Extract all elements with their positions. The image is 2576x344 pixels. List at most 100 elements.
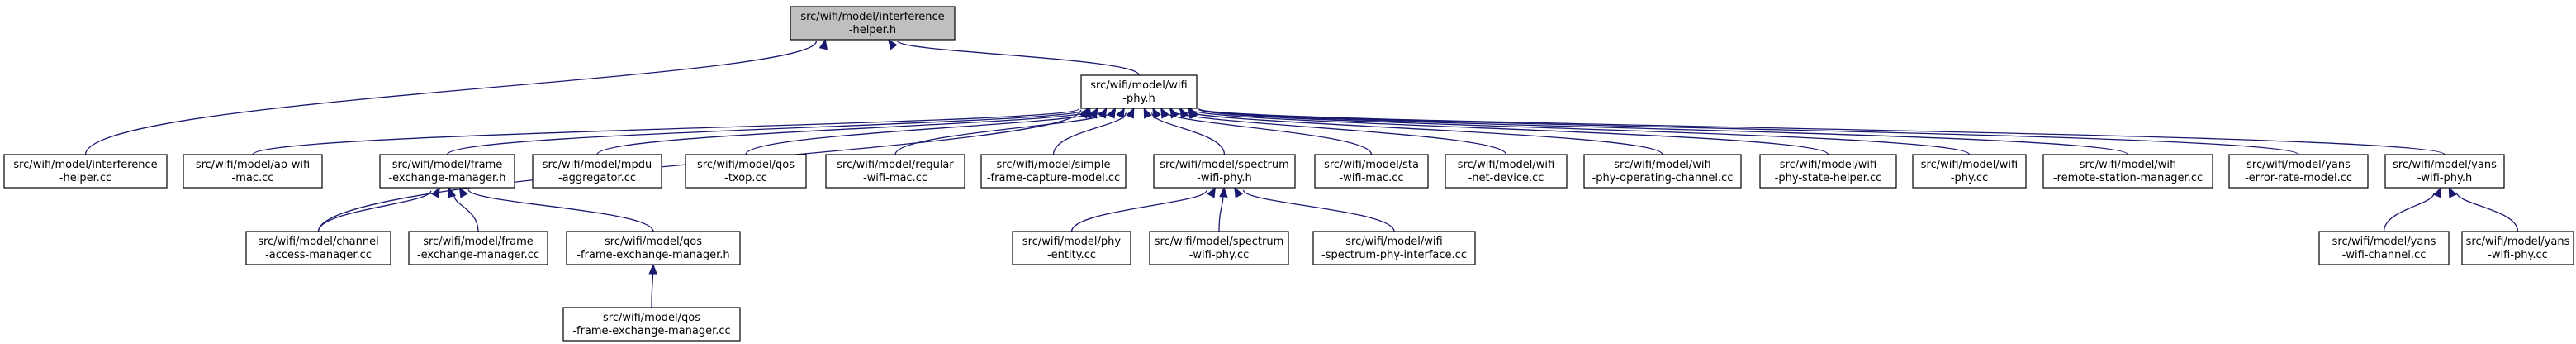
edge-line [1198, 108, 2129, 155]
node-box [1759, 154, 1897, 189]
node-label-line: -wifi-phy.h [1197, 172, 1252, 184]
node-label-line: -phy.cc [1951, 172, 1988, 184]
node-wifi-remote-station-manager-cc[interactable]: src/wifi/model/wifi-remote-station-manag… [2042, 154, 2213, 189]
edge-qos-frame-exchange-manager-h-to-frame-exchange-manager-h [458, 186, 654, 232]
node-yans-error-rate-model-cc[interactable]: src/wifi/model/yans-error-rate-model.cc [2228, 154, 2369, 189]
node-label-line: -wifi-mac.cc [1339, 172, 1403, 184]
edge-yans-wifi-channel-cc-to-yans-wifi-phy-h [2383, 186, 2442, 232]
edge-line [252, 108, 1079, 155]
edge-wifi-phy-h-to-interference-helper-h [888, 38, 1140, 76]
edge-arrowhead [1116, 107, 1125, 119]
node-label-line: -entity.cc [1047, 249, 1096, 261]
node-wifi-spectrum-phy-interface-cc[interactable]: src/wifi/model/wifi-spectrum-phy-interfa… [1312, 231, 1476, 265]
edge-phy-entity-cc-to-spectrum-wifi-phy-h [1070, 186, 1217, 232]
edge-qos-frame-exchange-manager-cc-to-qos-frame-exchange-manager-h [648, 263, 657, 308]
node-wifi-phy-h[interactable]: src/wifi/model/wifi-phy.h [1080, 74, 1198, 109]
node-wifi-net-device-cc[interactable]: src/wifi/model/wifi-net-device.cc [1445, 154, 1568, 189]
node-label-line: -phy-operating-channel.cc [1592, 172, 1734, 184]
node-qos-frame-exchange-manager-h[interactable]: src/wifi/model/qos-frame-exchange-manage… [566, 231, 741, 265]
edge-wifi-phy-operating-channel-cc-to-wifi-phy-h [1169, 107, 1663, 155]
node-label-line: src/wifi/model/wifi [1458, 159, 1554, 171]
node-channel-access-manager-cc[interactable]: src/wifi/model/channel-access-manager.cc [245, 231, 391, 265]
edge-line [2383, 193, 2435, 232]
edge-arrowhead [888, 38, 898, 50]
node-ap-wifi-mac-cc[interactable]: src/wifi/model/ap-wifi-mac.cc [183, 154, 323, 189]
node-label-line: src/wifi/model/wifi [1921, 159, 2018, 171]
node-label-line: -wifi-phy.cc [2488, 249, 2548, 261]
node-box [1312, 231, 1476, 265]
node-frame-exchange-manager-cc[interactable]: src/wifi/model/frame-exchange-manager.cc [408, 231, 548, 265]
node-wifi-phy-operating-channel-cc[interactable]: src/wifi/model/wifi-phy-operating-channe… [1583, 154, 1742, 189]
node-spectrum-wifi-phy-cc[interactable]: src/wifi/model/spectrum-wifi-phy.cc [1149, 231, 1289, 265]
nodes-layer: src/wifi/model/interference-helper.h src/… [3, 6, 2574, 342]
edge-line [1052, 112, 1127, 155]
edge-arrowhead [1207, 186, 1217, 198]
edge-arrowhead [1234, 186, 1243, 198]
edge-line [596, 108, 1098, 155]
edges-layer [84, 38, 2519, 308]
node-label-line: -remote-station-manager.cc [2053, 172, 2203, 184]
node-label-line: src/wifi/model/interference [13, 159, 157, 171]
node-phy-entity-cc[interactable]: src/wifi/model/phy-entity.cc [1012, 231, 1131, 265]
edge-line [894, 109, 1117, 155]
node-wifi-phy-cc[interactable]: src/wifi/model/wifi-phy.cc [1912, 154, 2027, 189]
node-mpdu-aggregator-cc[interactable]: src/wifi/model/mpdu-aggregator.cc [532, 154, 662, 189]
node-label-line: src/wifi/model/yans [2246, 159, 2351, 171]
node-label-line: src/wifi/model/wifi [1780, 159, 1876, 171]
node-spectrum-wifi-phy-h[interactable]: src/wifi/model/spectrum-wifi-phy.h [1153, 154, 1296, 189]
node-label-line: src/wifi/model/qos [603, 312, 700, 324]
edge-line [453, 195, 479, 232]
edge-arrowhead [818, 38, 828, 50]
node-sta-wifi-mac-cc[interactable]: src/wifi/model/sta-wifi-mac.cc [1314, 154, 1429, 189]
node-yans-wifi-channel-cc[interactable]: src/wifi/model/yans-wifi-channel.cc [2318, 231, 2450, 265]
node-box [2461, 231, 2574, 265]
node-label-line: src/wifi/model/frame [423, 236, 534, 248]
edge-ap-wifi-mac-cc-to-wifi-phy-h [252, 107, 1089, 155]
edge-line [2455, 192, 2519, 232]
edge-arrowhead [1189, 107, 1199, 119]
node-label-line: -frame-exchange-manager.h [576, 249, 729, 261]
node-label-line: src/wifi/model/channel [258, 236, 378, 248]
node-box [1149, 231, 1289, 265]
node-label-line: -access-manager.cc [265, 249, 372, 261]
node-label-line: src/wifi/model/phy [1022, 236, 1122, 248]
edge-simple-frame-capture-model-cc-to-wifi-phy-h [1052, 107, 1135, 155]
node-simple-frame-capture-model-cc[interactable]: src/wifi/model/simple-frame-capture-mode… [980, 154, 1127, 189]
node-interference-helper-h: src/wifi/model/interference-helper.h [790, 6, 956, 41]
node-label-line: src/wifi/model/simple [997, 159, 1111, 171]
node-qos-txop-cc[interactable]: src/wifi/model/qos-txop.cc [685, 154, 807, 189]
edge-line [1179, 108, 1663, 155]
node-wifi-phy-state-helper-cc[interactable]: src/wifi/model/wifi-phy-state-helper.cc [1759, 154, 1897, 189]
node-frame-exchange-manager-h[interactable]: src/wifi/model/frame-exchange-manager.h [379, 154, 515, 189]
edge-yans-wifi-phy-h-to-wifi-phy-h [1189, 107, 2446, 155]
node-label-line: src/wifi/model/yans [2466, 236, 2570, 248]
node-label-line: src/wifi/model/frame [392, 159, 503, 171]
node-box [1153, 154, 1296, 189]
node-label-line: -phy.h [1122, 93, 1155, 105]
node-qos-frame-exchange-manager-cc[interactable]: src/wifi/model/qos-frame-exchange-manage… [562, 307, 741, 342]
node-yans-wifi-phy-h[interactable]: src/wifi/model/yans-wifi-phy.h [2384, 154, 2505, 189]
node-label-line: -frame-capture-model.cc [987, 172, 1120, 184]
node-box [379, 154, 515, 189]
edge-frame-exchange-manager-cc-to-frame-exchange-manager-h [447, 186, 479, 232]
node-interference-helper-cc[interactable]: src/wifi/model/interference-helper.cc [3, 154, 168, 189]
node-box [825, 154, 965, 189]
node-label-line: -net-device.cc [1468, 172, 1544, 184]
edge-line [467, 189, 654, 232]
node-box [183, 154, 323, 189]
node-label-line: -phy-state-helper.cc [1775, 172, 1882, 184]
node-box [1583, 154, 1742, 189]
node-box [1012, 231, 1131, 265]
node-label-line: src/wifi/model/yans [2332, 236, 2436, 248]
node-regular-wifi-mac-cc[interactable]: src/wifi/model/regular-wifi-mac.cc [825, 154, 965, 189]
node-yans-wifi-phy-cc[interactable]: src/wifi/model/yans-wifi-phy.cc [2461, 231, 2574, 265]
edge-line [317, 190, 432, 232]
edge-line [897, 40, 1140, 76]
node-label-line: src/wifi/model/wifi [1345, 236, 1442, 248]
node-label-line: src/wifi/model/spectrum [1160, 159, 1289, 171]
node-box [2042, 154, 2213, 189]
edge-arrowhead [2448, 186, 2457, 198]
edge-arrowhead [2433, 186, 2442, 198]
node-label-line: -spectrum-phy-interface.cc [1321, 249, 1467, 261]
